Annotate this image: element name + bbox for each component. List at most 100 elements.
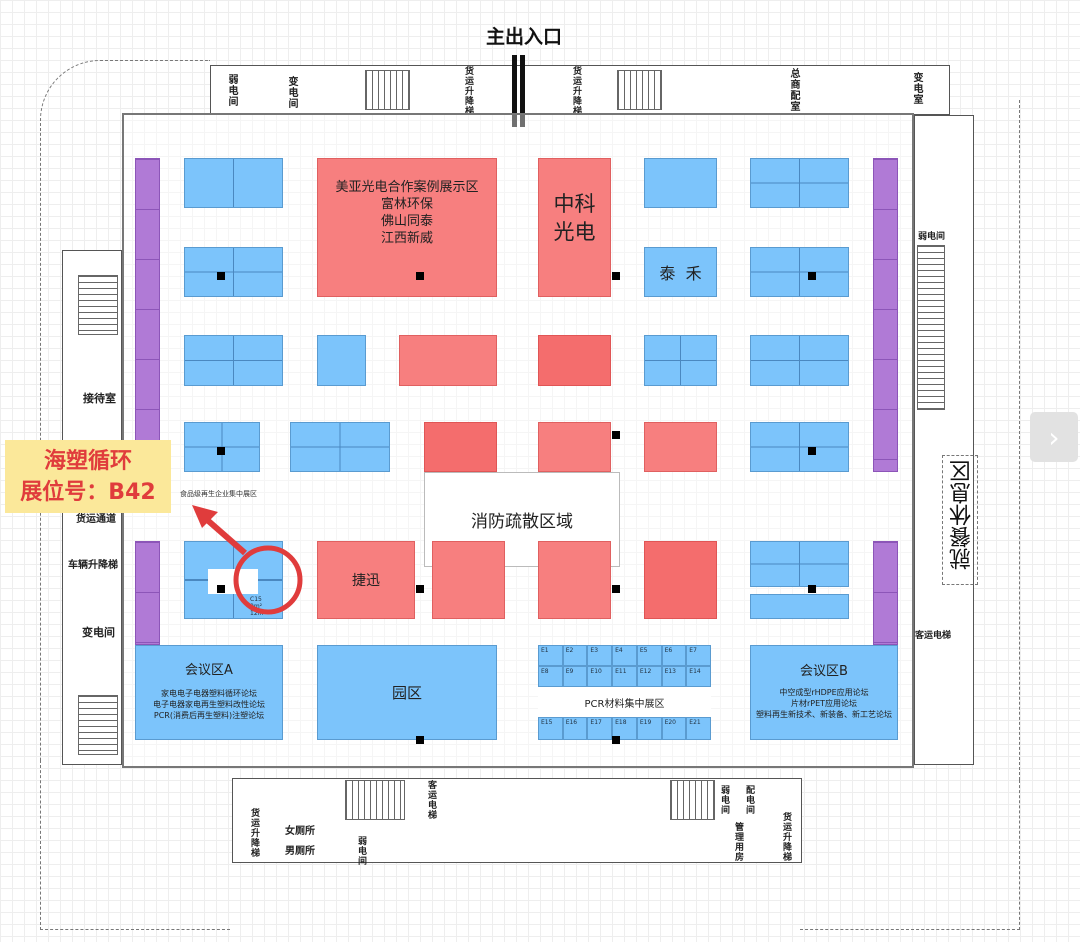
room-label: 变电间 <box>286 76 297 109</box>
room-label: 管理用房 <box>733 822 743 862</box>
booth-callout: 海塑循环 展位号：B42 <box>5 440 171 513</box>
room-label: 弱电间 <box>918 232 946 242</box>
pcr-booth[interactable]: E8 <box>538 666 563 687</box>
column-marker <box>612 272 620 280</box>
stairs <box>917 245 945 410</box>
booth-jiexun[interactable]: 捷迅 <box>317 541 415 619</box>
pcr-booth[interactable]: E9 <box>562 666 588 687</box>
booth-block[interactable] <box>184 541 283 619</box>
booth-block[interactable] <box>538 335 611 386</box>
area-label: PCR材料集中展区 <box>584 698 665 710</box>
booth-label: 泰 禾 <box>659 264 702 283</box>
pcr-booth[interactable]: E5 <box>636 645 662 666</box>
room-label: 接待室 <box>83 392 116 405</box>
meeting-topic: 电子电器家电再生塑料改性论坛 <box>153 699 265 709</box>
site-path <box>1000 100 1020 780</box>
pcr-booth[interactable]: E21 <box>686 717 711 740</box>
booth-block[interactable] <box>750 335 849 386</box>
meeting-topic: PCR(消费后再生塑料)注塑论坛 <box>153 710 265 720</box>
booth-label: 12m <box>250 610 264 617</box>
meeting-topic: 片材rPET应用论坛 <box>790 698 858 708</box>
park-area[interactable]: 园区 <box>317 645 497 740</box>
booth-block[interactable] <box>184 158 283 208</box>
entrance-arrow-icon <box>520 55 525 127</box>
booth-block[interactable] <box>399 335 497 386</box>
booth-meiya[interactable]: 美亚光电合作案例展示区 富林环保 佛山同泰 江西新威 <box>317 158 497 297</box>
booth-taihe[interactable]: 泰 禾 <box>644 247 717 297</box>
booth-zhongke[interactable]: 中科 光电 <box>538 158 611 297</box>
stairs <box>670 780 715 820</box>
pcr-booth[interactable]: E13 <box>661 666 687 687</box>
pcr-booth[interactable]: E11 <box>612 666 637 687</box>
pcr-booth[interactable]: E2 <box>562 645 588 666</box>
area-label: 食品级再生企业集中展区 <box>180 490 257 498</box>
pcr-booth[interactable]: E15 <box>538 717 563 740</box>
booth-block[interactable] <box>538 422 611 472</box>
callout-company: 海塑循环 <box>43 448 132 474</box>
room-label: 弱电间 <box>719 785 729 815</box>
pcr-booth[interactable]: E12 <box>636 666 662 687</box>
pcr-booth[interactable]: E14 <box>686 666 711 687</box>
chevron-right-icon: › <box>1048 420 1060 454</box>
pcr-booth[interactable]: E1 <box>538 645 563 666</box>
meeting-area-a[interactable]: 会议区A 家电电子电器塑料循环论坛 电子电器家电再生塑料改性论坛 PCR(消费后… <box>135 645 283 740</box>
booth-label: 江西新威 <box>380 230 433 246</box>
booth-block[interactable] <box>750 247 849 297</box>
booth-block[interactable] <box>644 335 717 386</box>
booth-label: C15 <box>250 596 262 603</box>
room-label: 弱电间 <box>226 74 237 107</box>
pcr-booth[interactable]: E20 <box>661 717 687 740</box>
meeting-topic: 家电电子电器塑料循环论坛 <box>161 688 257 698</box>
column-marker <box>217 272 225 280</box>
booth-block[interactable] <box>184 247 283 297</box>
booth-block[interactable] <box>644 422 717 472</box>
booth-block[interactable] <box>538 541 611 619</box>
booth-block[interactable] <box>184 335 283 386</box>
pcr-booth[interactable]: E6 <box>661 645 687 666</box>
main-entrance-label: 主出入口 <box>486 26 563 48</box>
pcr-booth[interactable]: E4 <box>612 645 637 666</box>
room-label: 货运升降梯 <box>781 812 791 862</box>
room-label: 变电室 <box>911 72 922 105</box>
next-button[interactable]: › <box>1030 412 1078 462</box>
booth-block[interactable] <box>750 594 849 619</box>
column-marker <box>416 272 424 280</box>
meeting-area-b[interactable]: 会议区B 中空成型rHDPE应用论坛 片材rPET应用论坛 塑料再生新技术、新装… <box>750 645 898 740</box>
booth-strip-left-bottom[interactable] <box>135 541 160 645</box>
booth-label: 9m² <box>250 603 263 610</box>
pcr-booth[interactable]: E19 <box>636 717 662 740</box>
pcr-booth[interactable]: E10 <box>587 666 613 687</box>
pcr-booth[interactable]: E7 <box>686 645 711 666</box>
pcr-booth[interactable]: E3 <box>587 645 613 666</box>
booth-block[interactable] <box>184 422 260 472</box>
booth-strip-right-top[interactable] <box>873 158 898 472</box>
pcr-booth[interactable]: E17 <box>587 717 613 740</box>
stairs <box>365 70 410 110</box>
stairs <box>78 275 118 335</box>
room-label: 客运电梯 <box>915 631 952 641</box>
booth-gap <box>208 569 258 594</box>
booth-c15[interactable]: C15 9m² 12m <box>250 596 263 617</box>
booth-block[interactable] <box>750 422 849 472</box>
meeting-title: 会议区A <box>185 662 233 678</box>
booth-label: 光电 <box>553 219 596 244</box>
room-label: 货运升降梯 <box>249 808 259 858</box>
booth-block[interactable] <box>644 158 717 208</box>
booth-strip-left-top[interactable] <box>135 158 160 458</box>
booth-block[interactable] <box>432 541 505 619</box>
booth-block[interactable] <box>424 422 497 472</box>
stairs <box>345 780 405 820</box>
booth-block[interactable] <box>644 541 717 619</box>
booth-block[interactable] <box>317 335 366 386</box>
site-path <box>40 60 210 760</box>
booth-label: 美亚光电合作案例展示区 <box>335 179 479 195</box>
booth-block[interactable] <box>750 158 849 208</box>
booth-block[interactable] <box>290 422 390 472</box>
pcr-booth[interactable]: E18 <box>612 717 637 740</box>
room-label: 配电间 <box>744 785 754 815</box>
booth-block[interactable] <box>750 541 849 587</box>
pcr-booth[interactable]: E16 <box>562 717 588 740</box>
booth-strip-right-bottom[interactable] <box>873 541 898 645</box>
